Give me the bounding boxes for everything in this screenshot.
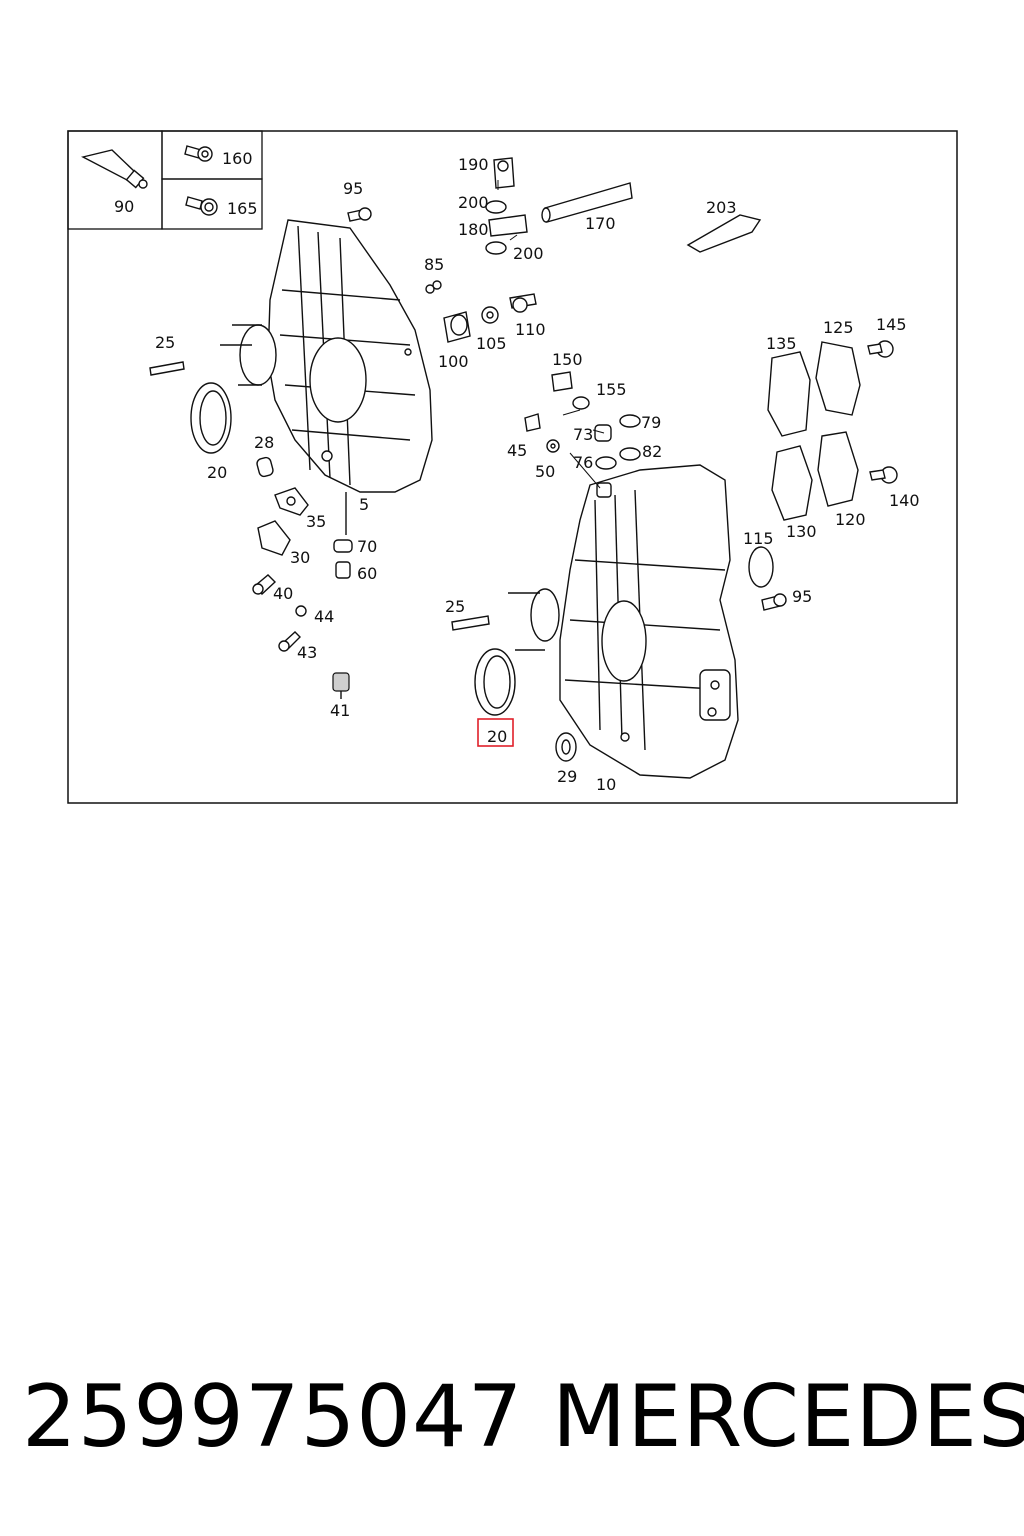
label-125: 125 bbox=[823, 318, 854, 337]
label-20-left: 20 bbox=[207, 463, 227, 482]
leader-lines bbox=[497, 180, 605, 489]
rear-cover-left bbox=[220, 219, 433, 535]
brand-name: MERCEDES bbox=[552, 1367, 1024, 1467]
bolt-160-icon bbox=[184, 145, 213, 162]
label-200-top: 200 bbox=[458, 193, 489, 212]
label-25-left: 25 bbox=[155, 333, 175, 352]
label-5: 5 bbox=[359, 495, 369, 514]
sealant-tube-icon bbox=[81, 149, 148, 189]
label-82: 82 bbox=[642, 442, 662, 461]
label-10: 10 bbox=[596, 775, 616, 794]
label-115: 115 bbox=[743, 529, 774, 548]
legend-box bbox=[67, 130, 263, 230]
label-155: 155 bbox=[596, 380, 627, 399]
label-145: 145 bbox=[876, 315, 907, 334]
label-43: 43 bbox=[297, 643, 317, 662]
label-90: 90 bbox=[114, 197, 134, 216]
label-41: 41 bbox=[330, 701, 350, 720]
label-76: 76 bbox=[573, 453, 593, 472]
label-95-top: 95 bbox=[343, 179, 363, 198]
label-200-bottom: 200 bbox=[513, 244, 544, 263]
label-203: 203 bbox=[706, 198, 737, 217]
label-20-highlighted: 20 bbox=[487, 727, 507, 746]
part-number: 259975047 bbox=[22, 1367, 524, 1467]
label-70: 70 bbox=[357, 537, 377, 556]
label-105: 105 bbox=[476, 334, 507, 353]
label-44: 44 bbox=[314, 607, 334, 626]
label-180: 180 bbox=[458, 220, 489, 239]
label-170: 170 bbox=[585, 214, 616, 233]
plug-29 bbox=[555, 732, 577, 762]
seal-ring-left bbox=[190, 382, 232, 454]
diagram-frame bbox=[67, 130, 958, 804]
left-small-parts bbox=[252, 280, 442, 699]
label-45: 45 bbox=[507, 441, 527, 460]
label-190: 190 bbox=[458, 155, 489, 174]
label-79: 79 bbox=[641, 413, 661, 432]
label-95-right: 95 bbox=[792, 587, 812, 606]
right-small-parts bbox=[347, 207, 898, 631]
part-labels: 90 160 165 95 190 200 180 200 170 203 85… bbox=[114, 149, 920, 794]
footer: 259975047 MERCEDES bbox=[0, 1362, 1024, 1472]
label-28: 28 bbox=[254, 433, 274, 452]
stud-25-left bbox=[149, 361, 185, 376]
label-30: 30 bbox=[290, 548, 310, 567]
front-housing-right bbox=[508, 464, 739, 779]
label-40: 40 bbox=[273, 584, 293, 603]
parts-diagram: 90 160 165 95 190 200 180 200 170 203 85… bbox=[67, 130, 958, 804]
label-135: 135 bbox=[766, 334, 797, 353]
bolt-165-icon bbox=[185, 196, 218, 216]
label-140: 140 bbox=[889, 491, 920, 510]
seal-ring-right bbox=[474, 648, 516, 716]
label-73: 73 bbox=[573, 425, 593, 444]
label-110: 110 bbox=[515, 320, 546, 339]
label-85: 85 bbox=[424, 255, 444, 274]
label-35: 35 bbox=[306, 512, 326, 531]
highlight-box bbox=[477, 718, 514, 747]
label-160: 160 bbox=[222, 149, 253, 168]
label-130: 130 bbox=[786, 522, 817, 541]
label-120: 120 bbox=[835, 510, 866, 529]
top-parts bbox=[443, 157, 762, 343]
label-100: 100 bbox=[438, 352, 469, 371]
label-60: 60 bbox=[357, 564, 377, 583]
label-165: 165 bbox=[227, 199, 258, 218]
label-29: 29 bbox=[557, 767, 577, 786]
label-25-right: 25 bbox=[445, 597, 465, 616]
label-50: 50 bbox=[535, 462, 555, 481]
label-150: 150 bbox=[552, 350, 583, 369]
